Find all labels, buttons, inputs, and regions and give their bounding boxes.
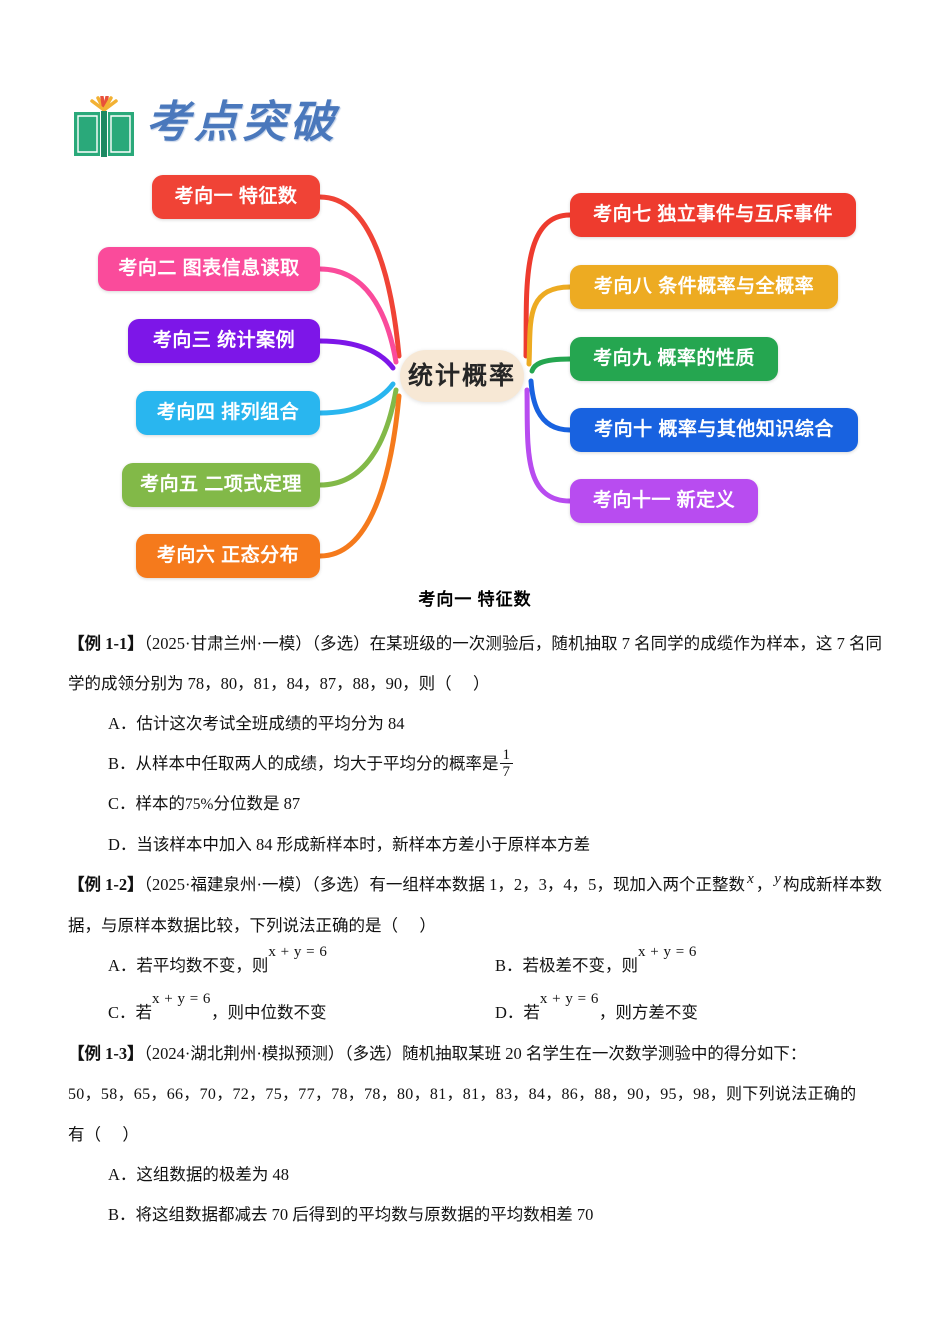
mindmap-node-left-5[interactable]: 考向五 二项式定理 xyxy=(122,463,320,507)
variable-x: x xyxy=(747,871,754,887)
example-1-3-data-line: 50，58，65，66，70，72，75，77，78，78，80，81，81，8… xyxy=(68,1074,882,1115)
mindmap: 统计概率 考向一 特征数 考向二 图表信息读取 考向三 统计案例 考向四 排列组… xyxy=(0,160,950,585)
formula-x-plus-y: x + y = 6 xyxy=(539,991,599,1007)
option-text-before: 样本的 xyxy=(135,794,186,813)
example-1-3-body-end: ） xyxy=(122,1125,139,1144)
option-text: 从样本中任取两人的成绩，均大于平均分的概率是 xyxy=(135,754,499,773)
option-letter: A． xyxy=(108,1165,137,1184)
example-1-1-body: 在某班级的一次测验后，随机抽取 7 名同学的成缆作为样本，这 7 名同学的成领分… xyxy=(68,634,883,693)
open-book-icon xyxy=(74,96,134,157)
option-text-after: ，则中位数不变 xyxy=(210,1003,327,1022)
example-1-2-option-c: C．若x + y = 6，则中位数不变 xyxy=(108,991,495,1034)
mindmap-node-right-10[interactable]: 考向十 概率与其他知识综合 xyxy=(570,408,858,452)
example-1-2-option-a: A．若平均数不变，则x + y = 6 xyxy=(108,944,495,987)
option-letter: D． xyxy=(495,1003,524,1022)
option-text-before: 若平均数不变，则 xyxy=(136,956,269,975)
mindmap-node-right-9[interactable]: 考向九 概率的性质 xyxy=(570,337,778,381)
example-1-3-option-b: B．将这组数据都减去 70 后得到的平均数与原数据的平均数相差 70 xyxy=(108,1195,882,1235)
example-1-1-stem: 【例 1-1】（2025·甘肃兰州·一模）（多选）在某班级的一次测验后，随机抽取… xyxy=(68,624,882,704)
example-1-3-tag: 【例 1-3】 xyxy=(68,1044,144,1063)
example-1-2-options-row-1: A．若平均数不变，则x + y = 6 B．若极差不变，则x + y = 6 xyxy=(108,944,882,987)
mindmap-connectors xyxy=(317,194,573,559)
example-1-3-source: （2024·湖北荆州·模拟预测）（多选） xyxy=(143,1044,403,1063)
option-text-after: ，则方差不变 xyxy=(598,1003,698,1022)
example-1-1-option-d: D．当该样本中加入 84 形成新样本时，新样本方差小于原样本方差 xyxy=(108,825,882,865)
page-title: 考点突破 xyxy=(146,98,338,147)
formula-x-plus-y: x + y = 6 xyxy=(152,991,211,1007)
header-banner: 考点突破 xyxy=(68,92,368,164)
option-letter: B． xyxy=(495,956,523,975)
example-1-2-options-row-2: C．若x + y = 6，则中位数不变 D．若x + y = 6，则方差不变 xyxy=(108,991,882,1034)
answer-blank xyxy=(452,674,473,693)
option-text-before: 若 xyxy=(135,1003,153,1022)
mindmap-node-left-4[interactable]: 考向四 排列组合 xyxy=(136,391,320,435)
option-text: 估计这次考试全班成绩的平均分为 84 xyxy=(136,714,405,733)
example-1-2-source: （2025·福建泉州·一模）（多选） xyxy=(143,875,370,894)
option-text: 当该样本中加入 84 形成新样本时，新样本方差小于原样本方差 xyxy=(136,835,591,854)
option-letter: A． xyxy=(108,956,137,975)
mindmap-center-node[interactable]: 统计概率 xyxy=(400,350,524,402)
example-1-3-body: 随机抽取某班 20 名学生在一次数学测验中的得分如下： xyxy=(402,1044,807,1063)
example-1-1-source: （2025·甘肃兰州·一模）（多选） xyxy=(143,634,370,653)
mindmap-node-right-8[interactable]: 考向八 条件概率与全概率 xyxy=(570,265,838,309)
option-text: 将这组数据都减去 70 后得到的平均数与原数据的平均数相差 70 xyxy=(135,1205,594,1224)
example-1-2-body-end: ） xyxy=(419,916,436,935)
example-1-1-option-a: A．估计这次考试全班成绩的平均分为 84 xyxy=(108,704,882,744)
formula-x-plus-y: x + y = 6 xyxy=(638,944,697,960)
example-1-3-stem-end: 有（ ） xyxy=(68,1115,882,1155)
mindmap-node-left-2[interactable]: 考向二 图表信息读取 xyxy=(98,247,320,291)
answer-blank xyxy=(101,1125,122,1144)
option-text-after: 分位数是 87 xyxy=(213,794,301,813)
example-1-2-option-d: D．若x + y = 6，则方差不变 xyxy=(495,991,882,1034)
mindmap-node-left-3[interactable]: 考向三 统计案例 xyxy=(128,319,320,363)
mindmap-node-left-1[interactable]: 考向一 特征数 xyxy=(152,175,320,219)
option-letter: A． xyxy=(108,714,137,733)
option-letter: C． xyxy=(108,794,136,813)
variable-y: y xyxy=(774,871,781,887)
mindmap-node-left-6[interactable]: 考向六 正态分布 xyxy=(136,534,320,578)
example-1-3-body-2: 有（ xyxy=(68,1125,101,1144)
option-letter: B． xyxy=(108,1205,136,1224)
mindmap-node-right-11[interactable]: 考向十一 新定义 xyxy=(570,479,758,523)
example-1-3-stem: 【例 1-3】（2024·湖北荆州·模拟预测）（多选）随机抽取某班 20 名学生… xyxy=(68,1034,882,1074)
example-1-2-stem: 【例 1-2】（2025·福建泉州·一模）（多选）有一组样本数据 1，2，3，4… xyxy=(68,865,882,946)
formula-x-plus-y: x + y = 6 xyxy=(268,944,328,960)
fraction-numerator: 1 xyxy=(502,746,511,763)
example-1-2-tag: 【例 1-2】 xyxy=(68,875,144,894)
variable-separator: ， xyxy=(755,875,773,894)
answer-blank xyxy=(398,916,419,935)
option-letter: D． xyxy=(108,835,137,854)
example-1-2-body-2: 构成新样本数据，与原样本数据比较，下列说法正确的是（ xyxy=(68,875,883,935)
option-letter: C． xyxy=(108,1003,136,1022)
option-text: 这组数据的极差为 48 xyxy=(136,1165,290,1184)
example-1-1-tag: 【例 1-1】 xyxy=(68,634,144,653)
percent-value: 75% xyxy=(185,796,214,813)
example-1-1-option-c: C．样本的75%分位数是 87 xyxy=(108,784,882,825)
fraction-denominator: 7 xyxy=(499,762,514,780)
example-1-3-option-a: A．这组数据的极差为 48 xyxy=(108,1155,882,1195)
option-text-before: 若 xyxy=(523,1003,540,1022)
example-1-1-body-end: ） xyxy=(473,674,490,693)
option-text-before: 若极差不变，则 xyxy=(522,956,639,975)
example-1-2-body: 有一组样本数据 1，2，3，4，5，现加入两个正整数 xyxy=(369,875,746,894)
document-body: 考向一 特征数 【例 1-1】（2025·甘肃兰州·一模）（多选）在某班级的一次… xyxy=(0,585,950,1235)
example-1-2-option-b: B．若极差不变，则x + y = 6 xyxy=(495,944,882,987)
option-letter: B． xyxy=(108,754,136,773)
mindmap-node-right-7[interactable]: 考向七 独立事件与互斥事件 xyxy=(570,193,856,237)
section-heading: 考向一 特征数 xyxy=(418,590,532,609)
data-values: 50，58，65，66，70，72，75，77，78，78，80，81，81，8… xyxy=(68,1086,857,1103)
